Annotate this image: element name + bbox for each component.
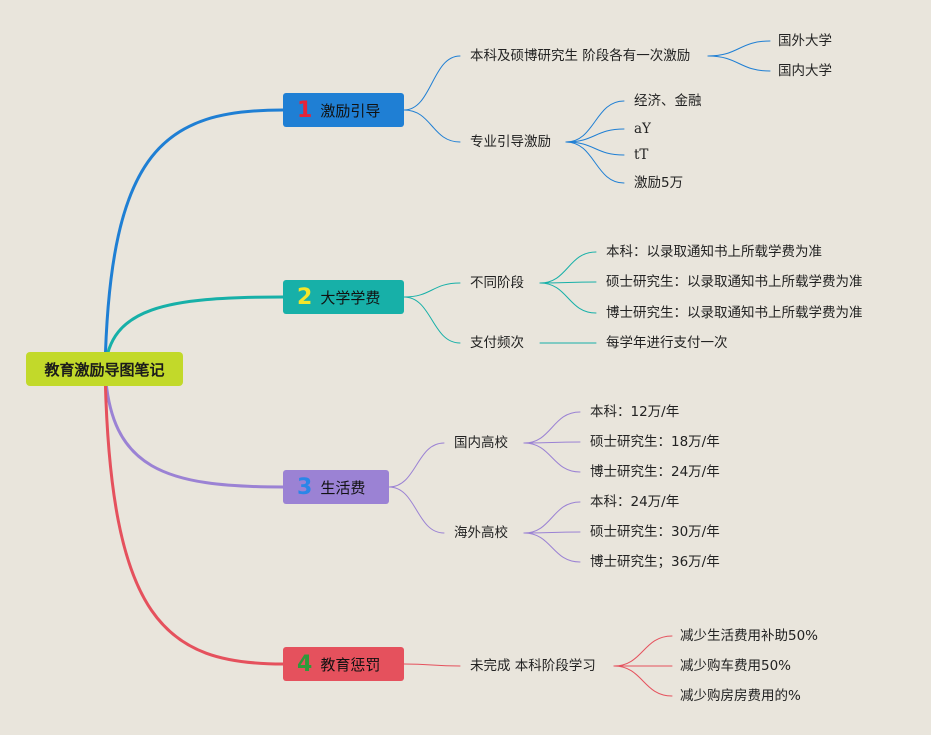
leaf-reduce-house-cost[interactable]: 减少购房房费用的% — [680, 688, 801, 704]
leaf-incentive-50k[interactable]: 激励5万 — [634, 175, 684, 191]
subtopic-payment-frequency[interactable]: 支付频次 — [470, 335, 524, 351]
subtopic-domestic-college[interactable]: 国内高校 — [454, 435, 508, 451]
leaf-ay[interactable]: aY — [634, 121, 651, 137]
leaf-living-overseas-doctor[interactable]: 博士研究生；36万/年 — [590, 554, 720, 570]
connector-root-topic-1 — [103, 108, 285, 371]
topic-3-number: 3 — [297, 474, 313, 500]
leaf-economics-finance[interactable]: 经济、金融 — [634, 93, 702, 109]
leaf-tuition-bachelor[interactable]: 本科：以录取通知书上所载学费为准 — [606, 244, 822, 260]
leaf-tuition-doctor[interactable]: 博士研究生：以录取通知书上所载学费为准 — [606, 305, 863, 321]
connector-b3-sub2 — [388, 486, 445, 534]
connector-b1-sub2 — [403, 109, 461, 143]
leaf-reduce-living-subsidy[interactable]: 减少生活费用补助50% — [680, 628, 819, 644]
connector-b1-leaf6 — [565, 141, 625, 184]
leaf-living-domestic-bachelor[interactable]: 本科：12万/年 — [590, 404, 680, 420]
connector-b3-leaf2 — [523, 441, 581, 444]
topic-3-label: 生活费 — [320, 478, 366, 497]
connector-b3-leaf6 — [523, 532, 581, 563]
connector-b3-leaf4 — [523, 501, 581, 534]
subtopic-different-stages[interactable]: 不同阶段 — [470, 275, 524, 291]
connector-b3-sub1 — [388, 442, 445, 488]
connector-b2-leaf2 — [539, 281, 597, 284]
topic-1-number: 1 — [297, 97, 313, 123]
connector-root-topic-4 — [103, 367, 285, 666]
connector-root-topic-2 — [103, 295, 285, 371]
topic-1[interactable]: 1 激励引导 — [283, 93, 404, 127]
subtopic-unfinished-bachelor[interactable]: 未完成 本科阶段学习 — [470, 658, 596, 674]
connector-b1-leaf3 — [565, 100, 625, 143]
subtopic-major-incentive[interactable]: 专业引导激励 — [470, 134, 551, 150]
leaf-reduce-car-cost[interactable]: 减少购车费用50% — [680, 658, 792, 674]
leaf-living-overseas-master[interactable]: 硕士研究生：30万/年 — [590, 524, 720, 540]
connector-b3-leaf5 — [523, 531, 581, 534]
leaf-tuition-master[interactable]: 硕士研究生：以录取通知书上所载学费为准 — [606, 274, 863, 290]
connector-b4-sub1 — [403, 663, 461, 667]
connector-b4-leaf1 — [613, 635, 673, 667]
topic-4-label: 教育惩罚 — [320, 655, 381, 674]
connector-b3-leaf1 — [523, 411, 581, 444]
leaf-pay-yearly[interactable]: 每学年进行支付一次 — [606, 335, 728, 351]
leaf-tt[interactable]: tT — [634, 147, 649, 163]
connector-root-topic-3 — [103, 367, 285, 489]
connector-b2-sub1 — [403, 282, 461, 298]
connector-b2-leaf1 — [539, 251, 597, 284]
topic-4-number: 4 — [297, 651, 313, 677]
leaf-living-domestic-doctor[interactable]: 博士研究生：24万/年 — [590, 464, 720, 480]
topic-2-number: 2 — [297, 284, 313, 310]
connector-b3-leaf3 — [523, 442, 581, 473]
connector-b2-sub2 — [403, 296, 461, 344]
connector-b1-leaf4 — [565, 128, 625, 143]
root-topic[interactable]: 教育激励导图笔记 — [26, 352, 183, 386]
leaf-foreign-university[interactable]: 国外大学 — [778, 33, 832, 49]
connector-b4-leaf3 — [613, 665, 673, 697]
connector-b1-sub1 — [403, 55, 461, 111]
connector-b1-leaf5 — [565, 141, 625, 156]
leaf-living-domestic-master[interactable]: 硕士研究生：18万/年 — [590, 434, 720, 450]
leaf-living-overseas-bachelor[interactable]: 本科：24万/年 — [590, 494, 680, 510]
topic-2[interactable]: 2 大学学费 — [283, 280, 404, 314]
root-topic-label: 教育激励导图笔记 — [44, 360, 165, 379]
connector-b2-leaf3 — [539, 282, 597, 314]
topic-3[interactable]: 3 生活费 — [283, 470, 389, 504]
subtopic-overseas-college[interactable]: 海外高校 — [454, 525, 508, 541]
connector-b1-leaf1 — [707, 40, 771, 57]
topic-1-label: 激励引导 — [320, 101, 381, 120]
connector-b1-leaf2 — [707, 55, 771, 72]
topic-4[interactable]: 4 教育惩罚 — [283, 647, 404, 681]
topic-2-label: 大学学费 — [320, 288, 381, 307]
leaf-domestic-university[interactable]: 国内大学 — [778, 63, 832, 79]
subtopic-incentive-stages[interactable]: 本科及硕博研究生 阶段各有一次激励 — [470, 48, 691, 64]
